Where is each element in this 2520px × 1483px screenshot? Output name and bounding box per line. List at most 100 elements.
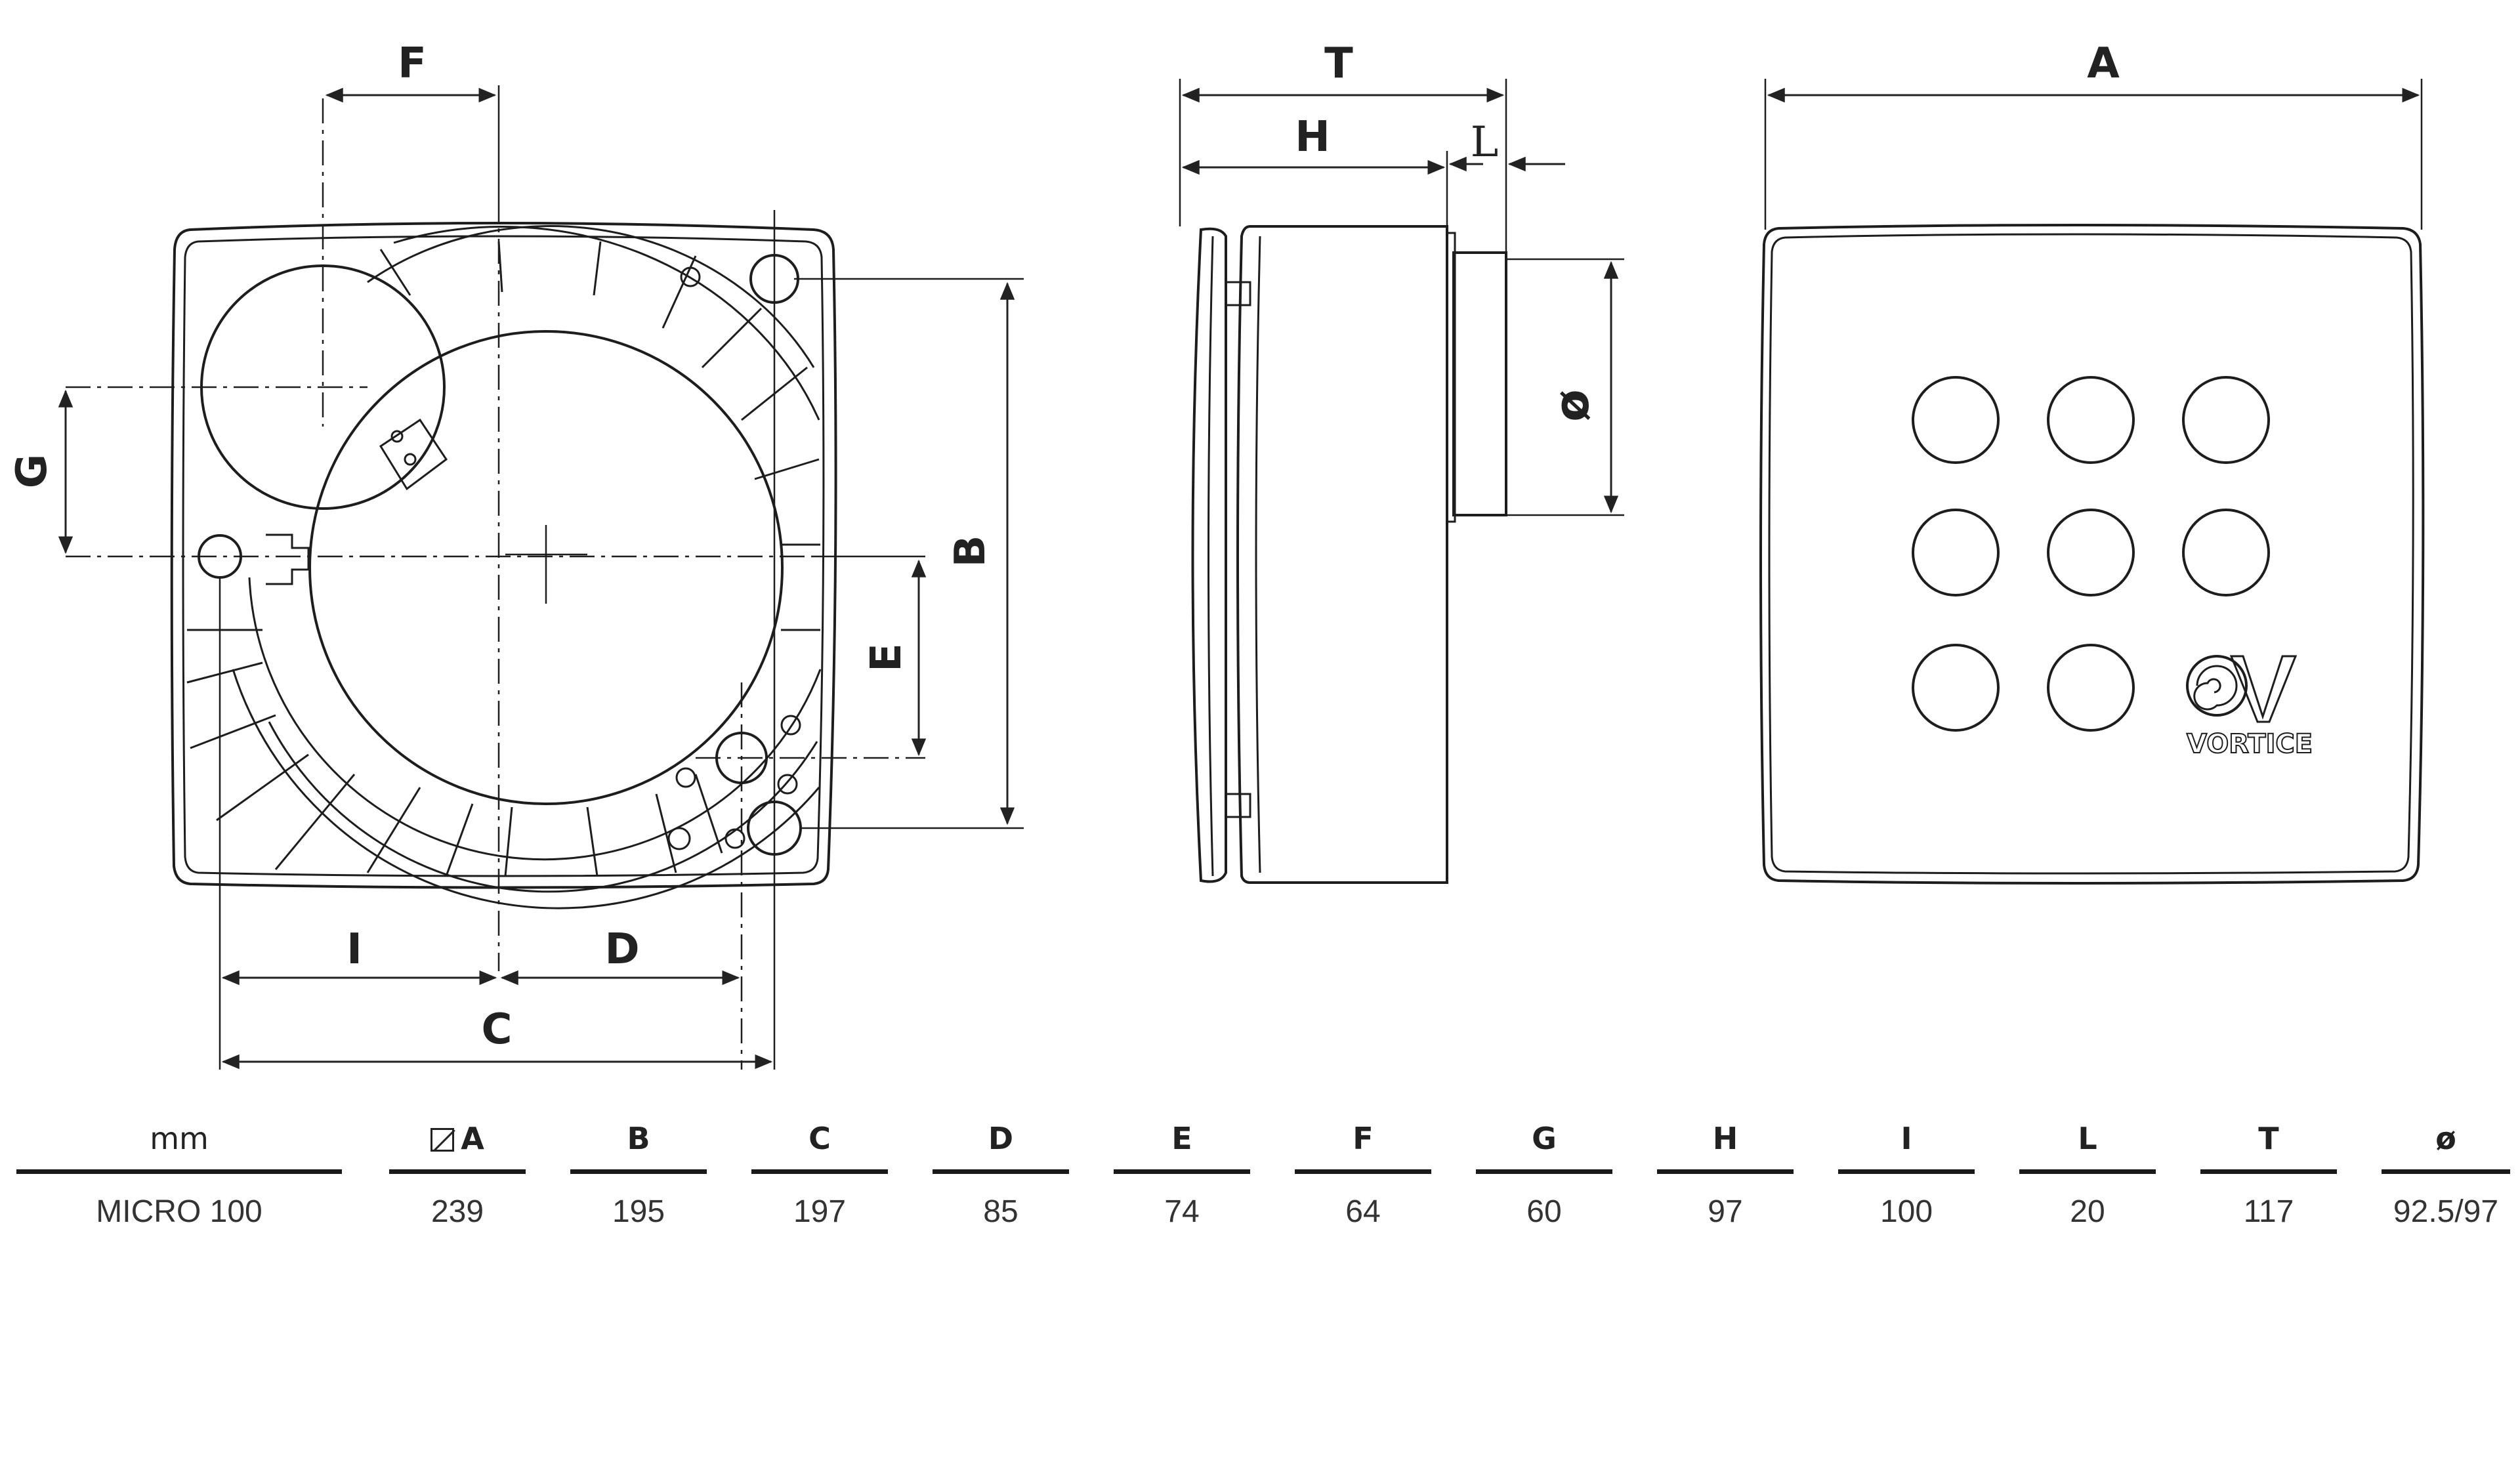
dim-label-e: E <box>862 643 911 672</box>
table-rule <box>1295 1169 1431 1174</box>
dim-label-f: F <box>398 39 427 88</box>
table-header-a: A <box>389 1116 526 1161</box>
table-header-d: D <box>988 1121 1014 1156</box>
table-header-h: H <box>1712 1121 1738 1156</box>
table-cell-l: 20 <box>2070 1194 2105 1229</box>
cover-inner-profile <box>1208 236 1214 877</box>
table-cell-d: 85 <box>983 1194 1018 1229</box>
vortice-logo: VORTICE <box>2186 655 2313 760</box>
left-notch <box>266 533 310 585</box>
spigot <box>1452 251 1507 516</box>
clamp-screw-1 <box>390 430 404 443</box>
table-header-l: L <box>2078 1121 2097 1156</box>
vent-hole-1 <box>1912 376 2000 464</box>
dim-label-a: A <box>2087 39 2120 88</box>
rib-ring-3 <box>248 577 822 861</box>
table-rule <box>1657 1169 1794 1174</box>
small-hole-1 <box>680 266 701 287</box>
table-header-c: C <box>808 1121 831 1156</box>
vent-hole-8 <box>2047 644 2135 732</box>
table-header-g: G <box>1532 1121 1557 1156</box>
front-cover-profile <box>1191 227 1227 883</box>
table-header-t: T <box>2258 1121 2279 1156</box>
centre-lines <box>66 98 925 1070</box>
table-cell-g: 60 <box>1526 1194 1562 1229</box>
rib-ring-1 <box>268 721 818 893</box>
small-hole-3 <box>667 827 691 850</box>
extension-lines <box>219 85 1024 1070</box>
dim-label-b: B <box>946 535 995 568</box>
radial-ribs <box>186 241 820 877</box>
table-rule <box>2382 1169 2510 1174</box>
small-hole-2 <box>780 715 801 736</box>
dimension-arrows-side <box>1181 87 1619 514</box>
side-view <box>1179 79 1624 884</box>
vent-hole-7 <box>1912 644 2000 732</box>
square-icon <box>430 1128 455 1152</box>
table-rule <box>1838 1169 1975 1174</box>
table-cell-b: 195 <box>612 1194 665 1229</box>
front-view: VORTICE <box>1759 79 2425 885</box>
table-cell-a: 239 <box>430 1194 484 1229</box>
cover-clip-top <box>1226 281 1251 306</box>
table-rule <box>1114 1169 1250 1174</box>
body-profile <box>1236 225 1448 884</box>
table-cell-e: 74 <box>1164 1194 1200 1229</box>
fan-opening <box>308 330 784 805</box>
rib-ring-2 <box>232 669 820 909</box>
dim-label-h: H <box>1295 113 1330 161</box>
small-hole-4 <box>724 828 746 849</box>
vent-hole-3 <box>2182 376 2270 464</box>
vent-hole-5 <box>2047 509 2135 596</box>
table-cell-t: 117 <box>2243 1194 2294 1229</box>
table-rule <box>751 1169 888 1174</box>
spigot-collar <box>1446 232 1456 523</box>
vent-hole-2 <box>2047 376 2135 464</box>
back-plate-outline <box>170 222 837 889</box>
small-hole-5 <box>777 774 798 795</box>
vent-hole-6 <box>2182 509 2270 596</box>
table-header-diameter: ø <box>2435 1121 2456 1156</box>
table-cell-diameter: 92.5/97 <box>2393 1194 2499 1229</box>
clamp-screw-2 <box>404 453 417 466</box>
table-header-a-label: A <box>461 1121 484 1156</box>
brand-name: VORTICE <box>2187 729 2313 759</box>
dim-label-diameter: ø <box>1544 389 1599 421</box>
dimensions-table: mm A B C D E F G H I L T ø MICRO 100 239… <box>16 1116 2510 1247</box>
table-cell-c: 197 <box>793 1194 847 1229</box>
dimension-labels: F G B E I D C T H L ø A <box>8 39 2120 1054</box>
dimension-arrows-back <box>58 87 1015 1070</box>
cover-clip-bottom <box>1226 793 1251 818</box>
back-plate-inner <box>182 235 825 877</box>
table-header-i: I <box>1900 1121 1912 1156</box>
table-rule <box>1476 1169 1612 1174</box>
dim-label-g: G <box>8 454 56 489</box>
dim-label-c: C <box>482 1005 513 1054</box>
cover-outline-inner <box>1768 233 2414 875</box>
table-cell-i: 100 <box>1880 1194 1933 1229</box>
table-header-e: E <box>1171 1121 1192 1156</box>
cable-clamp <box>379 418 448 491</box>
rib-ring-top-2 <box>393 226 820 421</box>
dim-label-l: L <box>1471 118 1499 167</box>
table-rule <box>933 1169 1069 1174</box>
body-inner <box>1255 236 1261 873</box>
table-cell-model: MICRO 100 <box>96 1194 262 1229</box>
table-rule <box>2200 1169 2337 1174</box>
table-cell-f: 64 <box>1345 1194 1381 1229</box>
extension-lines-front <box>1764 79 2423 230</box>
table-rule <box>570 1169 707 1174</box>
extension-lines-side <box>1179 79 1624 516</box>
dim-label-t: T <box>1324 39 1353 88</box>
vent-holes <box>1912 376 2270 732</box>
dim-label-d: D <box>604 925 639 974</box>
table-cell-h: 97 <box>1708 1194 1743 1229</box>
dim-label-i: I <box>346 925 362 974</box>
table-rule <box>2019 1169 2156 1174</box>
table-header-unit: mm <box>150 1121 209 1156</box>
rib-ring-top <box>367 224 815 368</box>
cover-outline <box>1759 224 2425 885</box>
table-header-f: F <box>1353 1121 1374 1156</box>
table-header-b: B <box>627 1121 650 1156</box>
